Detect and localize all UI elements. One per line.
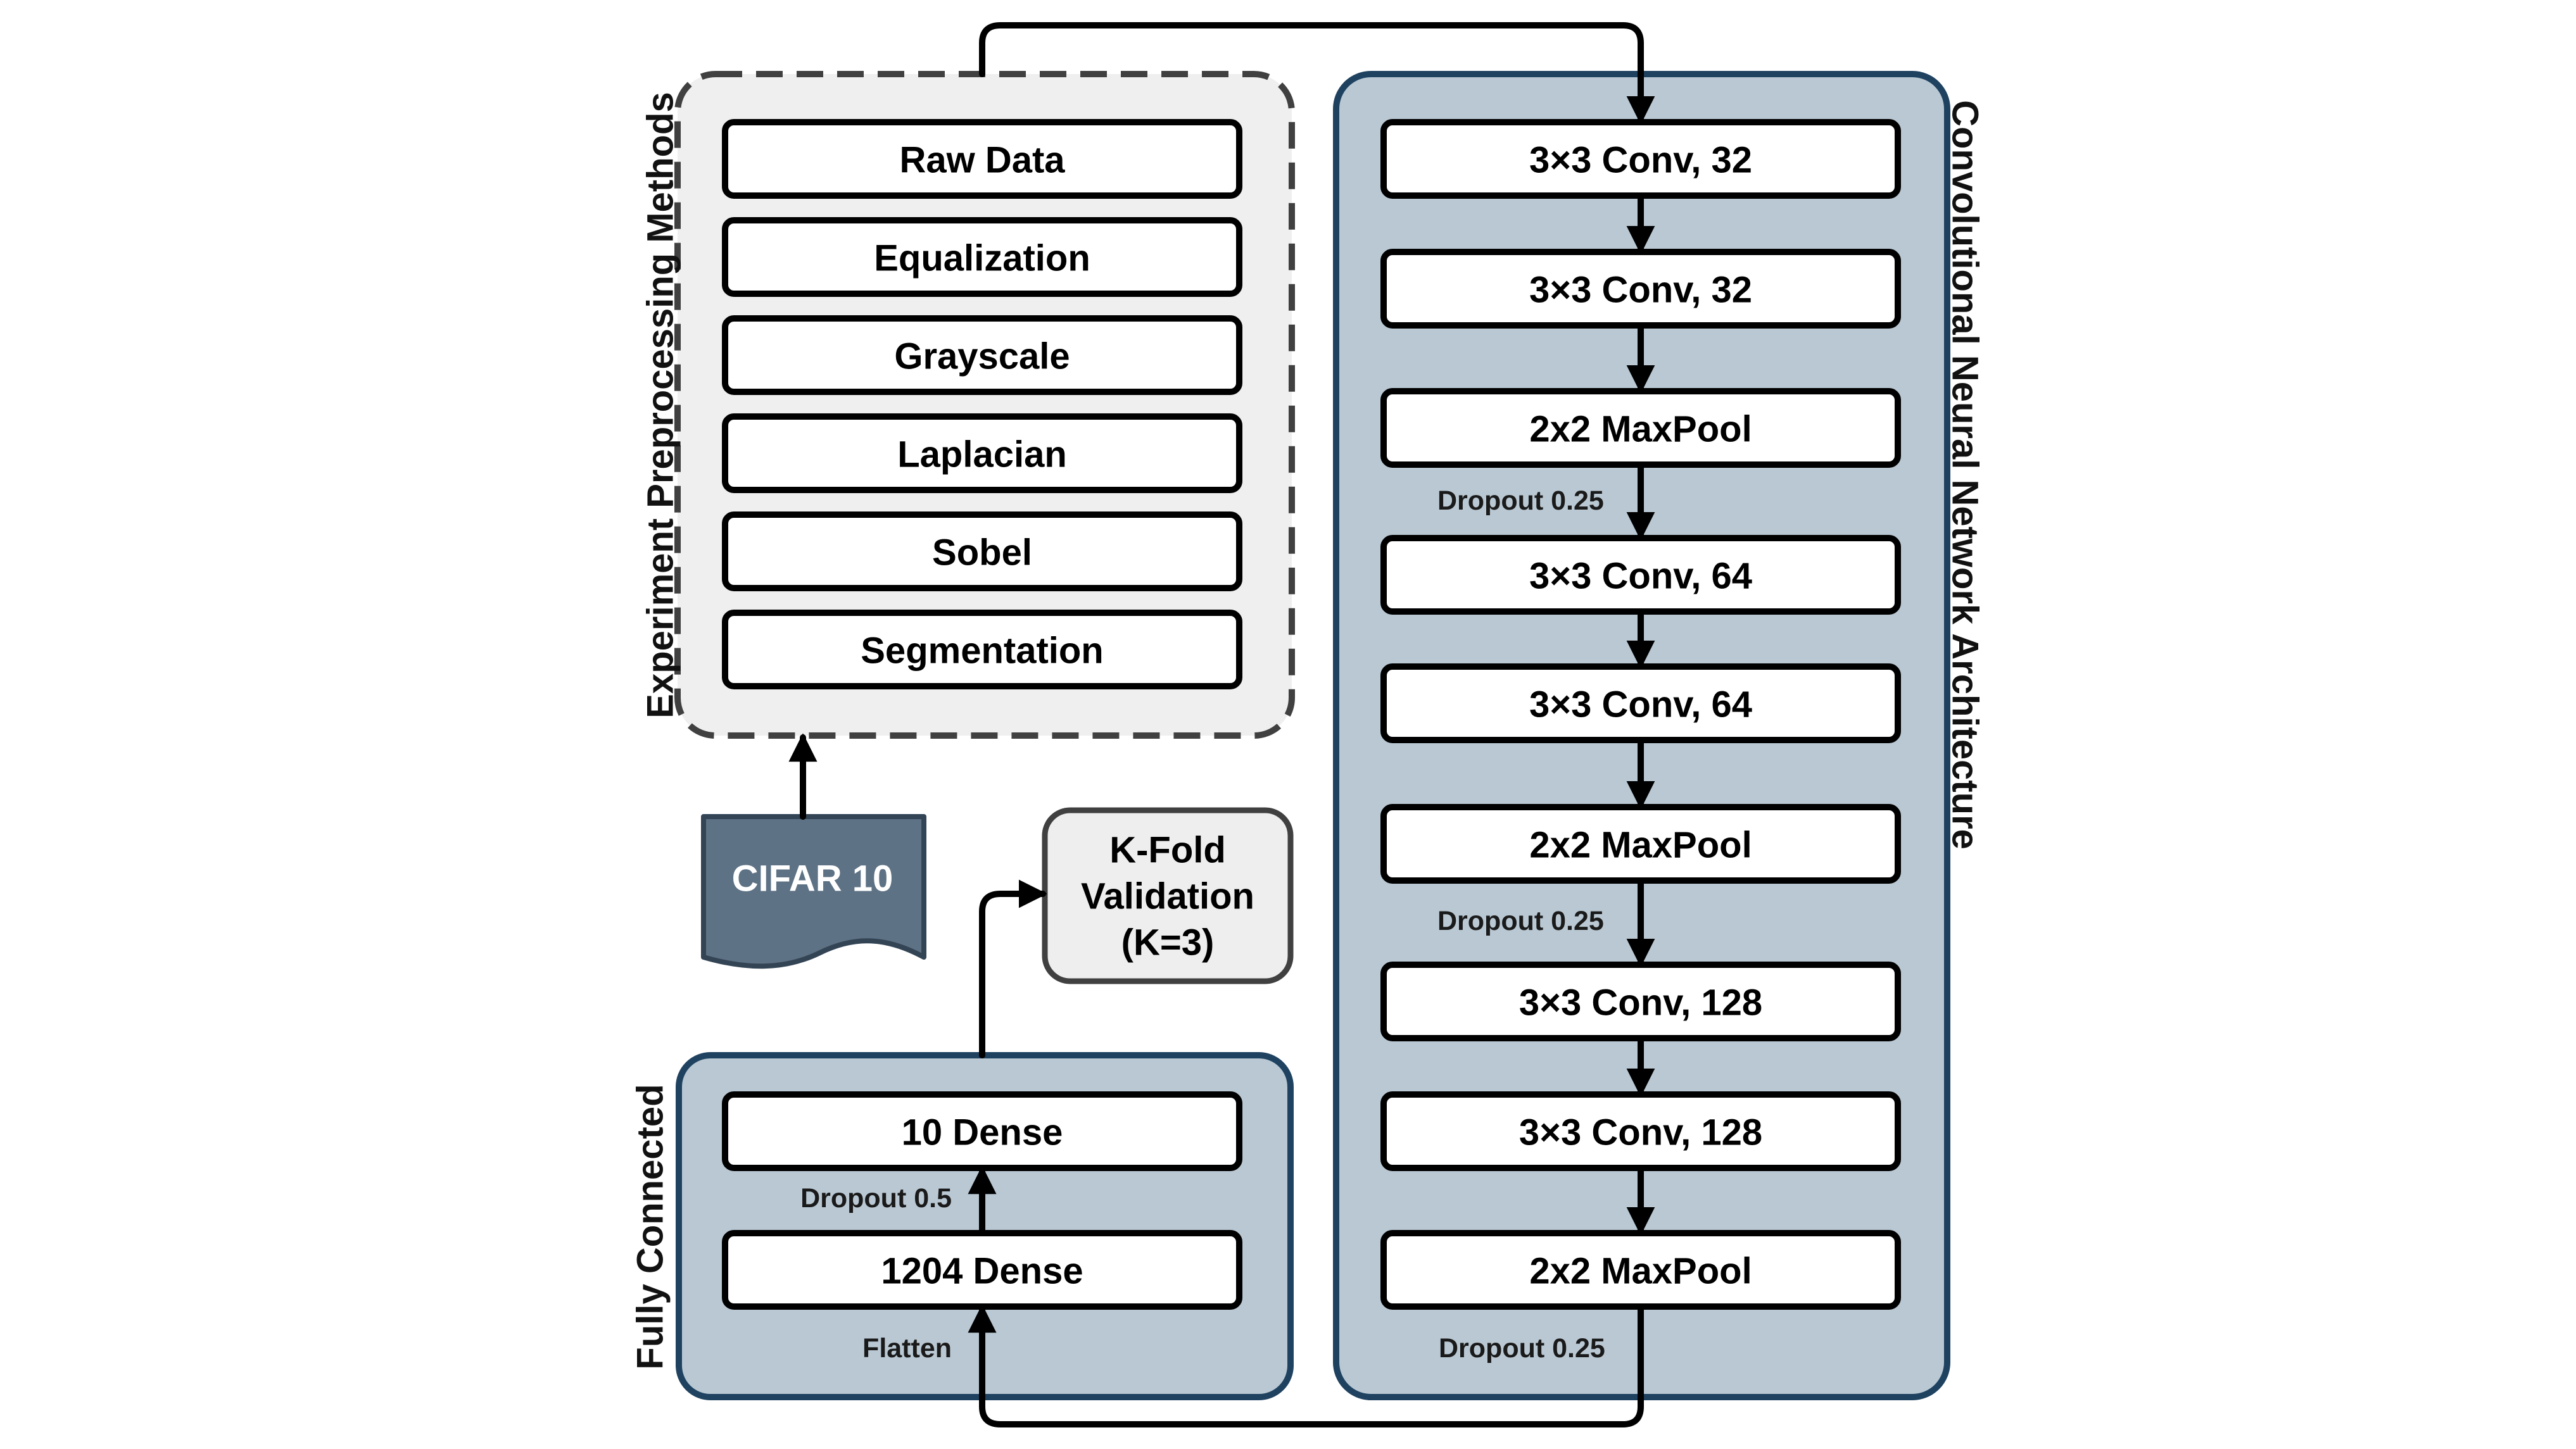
- cnn-layer-label: 2x2 MaxPool: [1529, 825, 1752, 866]
- method-sobel: Sobel: [722, 511, 1242, 591]
- method-label: Segmentation: [861, 630, 1104, 672]
- cnn-layer-conv64-b: 3×3 Conv, 64: [1380, 663, 1901, 743]
- cnn-layer-conv32-b: 3×3 Conv, 32: [1380, 249, 1901, 329]
- cnn-layer-conv32-a: 3×3 Conv, 32: [1380, 119, 1901, 199]
- cnn-layer-label: 2x2 MaxPool: [1529, 1251, 1752, 1292]
- validation-line-3: (K=3): [1121, 922, 1215, 963]
- method-label: Sobel: [932, 532, 1032, 574]
- cnn-layer-maxpool-2: 2x2 MaxPool: [1380, 804, 1901, 884]
- cnn-layer-label: 3×3 Conv, 64: [1529, 556, 1752, 597]
- preprocessing-group-title: Experiment Preprocessing Methods: [640, 92, 681, 718]
- validation-line-1: K-Fold: [1109, 830, 1226, 871]
- method-label: Raw Data: [899, 140, 1065, 181]
- validation-line-2: Validation: [1081, 876, 1254, 917]
- dropout-cnn-label-1: Dropout 0.25: [1437, 486, 1604, 516]
- cnn-group-title: Convolutional Neural Network Architectur…: [1945, 100, 1986, 850]
- cnn-layer-conv128-a: 3×3 Conv, 128: [1380, 962, 1901, 1041]
- dropout-cnn-label-3: Dropout 0.25: [1439, 1333, 1605, 1364]
- arrow-cnn-to-fc: [968, 1303, 1644, 1427]
- method-laplacian: Laplacian: [722, 413, 1242, 493]
- flatten-label: Flatten: [862, 1333, 952, 1364]
- cnn-layer-label: 3×3 Conv, 128: [1519, 982, 1762, 1024]
- dataset-document-shape: [701, 814, 926, 969]
- method-grayscale: Grayscale: [722, 315, 1242, 395]
- method-equalization: Equalization: [722, 217, 1242, 297]
- dropout-cnn-label-2: Dropout 0.25: [1437, 906, 1604, 936]
- fully-connected-title: Fully Connected: [630, 1084, 671, 1369]
- cnn-layers: 3×3 Conv, 32 3×3 Conv, 32 2x2 MaxPool 3×…: [1380, 119, 1901, 1310]
- preprocessing-methods: Raw Data Equalization Grayscale Laplacia…: [722, 119, 1242, 689]
- method-raw-data: Raw Data: [722, 119, 1242, 199]
- dropout-fc-label: Dropout 0.5: [800, 1183, 952, 1214]
- arrow-preprocessing-to-cnn: [979, 22, 1655, 125]
- cnn-layer-label: 2x2 MaxPool: [1529, 409, 1752, 450]
- method-label: Laplacian: [897, 434, 1067, 475]
- method-label: Grayscale: [894, 336, 1070, 377]
- cnn-layer-conv128-b: 3×3 Conv, 128: [1380, 1091, 1901, 1171]
- cnn-layer-maxpool-1: 2x2 MaxPool: [1380, 388, 1901, 468]
- dense-10-label: 10 Dense: [902, 1112, 1063, 1153]
- arrow-fc-to-validation: [979, 879, 1047, 1058]
- dense-1204-label: 1204 Dense: [881, 1251, 1083, 1292]
- method-segmentation: Segmentation: [722, 610, 1242, 689]
- cnn-layer-label: 3×3 Conv, 64: [1529, 684, 1752, 725]
- cnn-layer-label: 3×3 Conv, 32: [1529, 140, 1752, 181]
- dataset-label: CIFAR 10: [732, 858, 893, 900]
- cnn-layer-maxpool-3: 2x2 MaxPool: [1380, 1230, 1901, 1310]
- dense-10: 10 Dense: [722, 1091, 1242, 1171]
- cnn-layer-conv64-a: 3×3 Conv, 64: [1380, 535, 1901, 615]
- method-label: Equalization: [874, 238, 1090, 279]
- cnn-layer-label: 3×3 Conv, 128: [1519, 1112, 1762, 1153]
- dense-1204: 1204 Dense: [722, 1230, 1242, 1310]
- cnn-layer-label: 3×3 Conv, 32: [1529, 270, 1752, 311]
